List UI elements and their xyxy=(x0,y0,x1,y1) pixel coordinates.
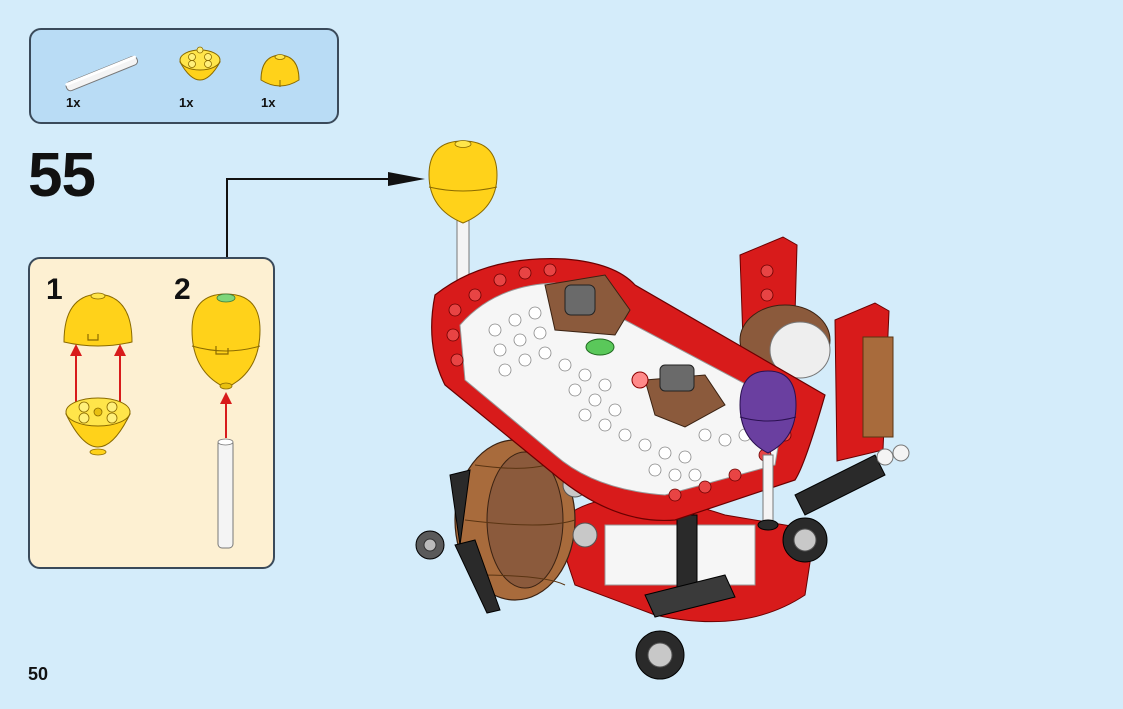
substep-2-illustration xyxy=(191,293,261,549)
airplane-model-illustration xyxy=(415,140,910,680)
substep-2-number: 2 xyxy=(174,273,191,306)
page-number: 50 xyxy=(28,664,49,684)
substep-1-illustration xyxy=(63,292,133,456)
part-qty-yellow-dome-studs: 1x xyxy=(179,95,194,110)
yellow-dome-studs-icon xyxy=(179,46,221,81)
part-qty-white-bar: 1x xyxy=(66,95,81,110)
substep-1-number: 1 xyxy=(46,273,63,306)
part-qty-yellow-dome: 1x xyxy=(261,95,276,110)
step-number: 55 xyxy=(28,141,96,210)
white-bar-icon xyxy=(65,55,139,92)
yellow-dome-icon xyxy=(260,54,300,87)
